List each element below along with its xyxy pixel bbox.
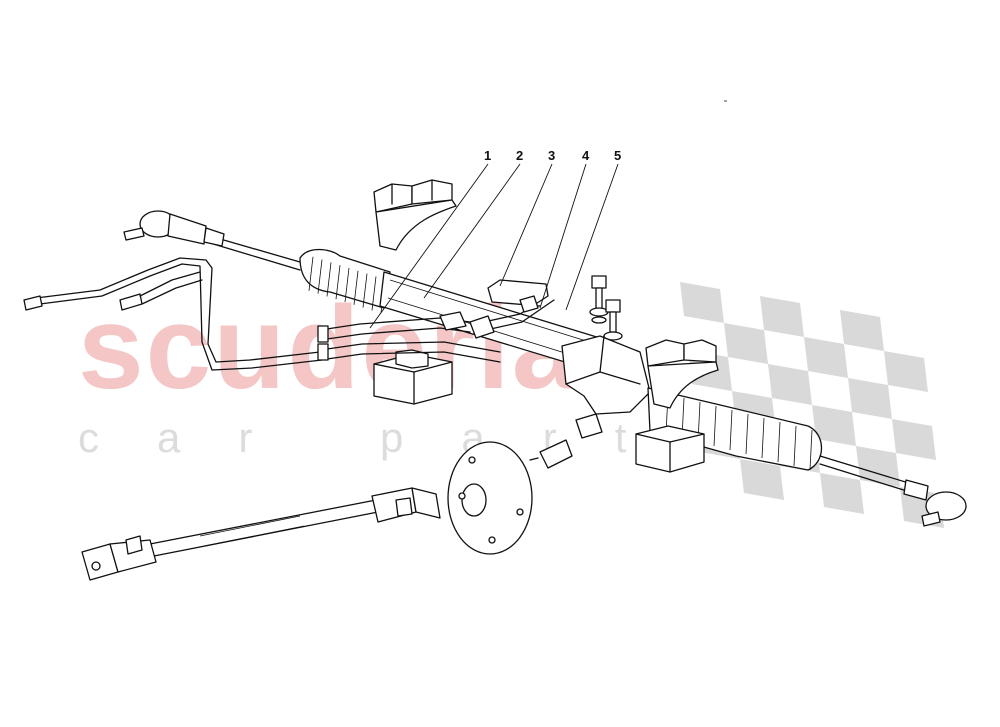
checker-square xyxy=(848,378,892,419)
checker-square xyxy=(812,405,856,446)
boot-rib xyxy=(353,270,359,305)
boot-rib xyxy=(713,405,717,447)
boot-rib xyxy=(362,273,368,308)
boot-rib xyxy=(308,256,314,291)
boot-rib xyxy=(777,421,781,463)
boot-rib xyxy=(344,267,350,303)
checker-square xyxy=(724,323,768,364)
pressure-hose-left xyxy=(23,257,323,371)
tie-rod-left xyxy=(123,210,301,271)
boot-rib xyxy=(729,409,733,451)
boot-rib xyxy=(793,425,797,467)
tie-rod-right xyxy=(819,455,967,527)
boot-rib xyxy=(317,259,323,294)
boot-rib xyxy=(335,265,341,300)
steering-column-shaft xyxy=(81,487,441,581)
boot-rib xyxy=(745,413,749,455)
callout-4: 4 xyxy=(582,148,590,163)
mount-clamp-upper-left xyxy=(373,179,457,251)
callout-leaders xyxy=(369,163,619,329)
steering-flange-disc xyxy=(447,441,533,555)
rack-boot-left xyxy=(299,248,391,314)
checker-square xyxy=(820,473,864,514)
callout-2: 2 xyxy=(516,148,523,163)
checker-square xyxy=(760,296,804,337)
checker-square xyxy=(892,419,936,460)
mount-clamp-lower-left xyxy=(373,349,453,405)
checker-square xyxy=(740,459,784,500)
callout-5: 5 xyxy=(614,148,621,163)
boot-rib xyxy=(809,429,813,471)
watermark-brand: scuderia xyxy=(78,282,579,414)
mount-clamp-upper-right xyxy=(645,339,719,409)
pressure-hoses-mid xyxy=(317,311,501,363)
checker-square xyxy=(856,446,900,487)
watermark-tagline: car parts xyxy=(78,414,763,461)
steering-valve-body xyxy=(529,335,651,469)
boot-rib xyxy=(371,276,377,311)
boot-rib xyxy=(326,262,332,297)
callout-3: 3 xyxy=(548,148,555,163)
checker-square xyxy=(884,351,928,392)
boot-rib xyxy=(761,417,765,459)
checker-square xyxy=(804,337,848,378)
callout-1: 1 xyxy=(484,148,491,163)
rack-boot-right xyxy=(647,387,822,471)
checker-square xyxy=(840,310,884,351)
return-hose-loop xyxy=(469,279,555,339)
mount-clamp-lower-right xyxy=(635,425,705,473)
checker-square xyxy=(680,282,724,323)
checker-square xyxy=(768,364,812,405)
